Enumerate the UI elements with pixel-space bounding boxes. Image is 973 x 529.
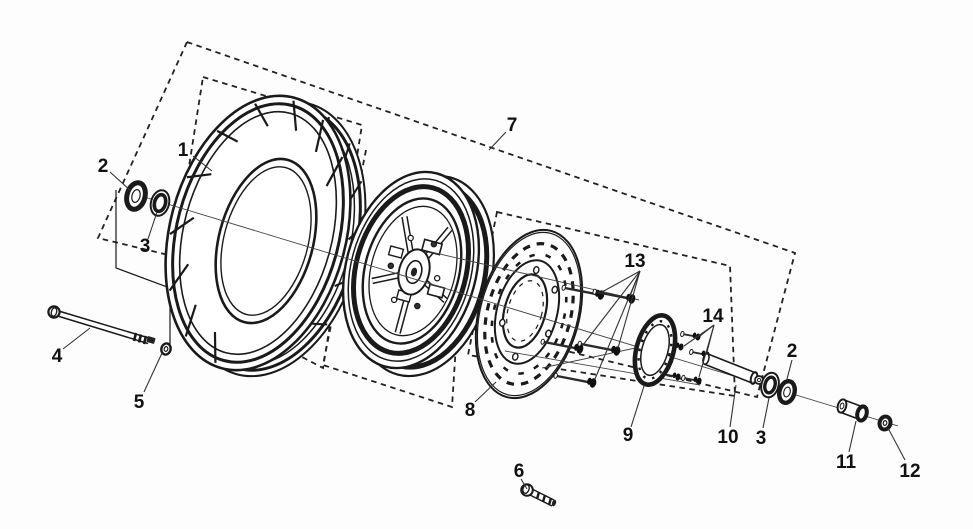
callout-2-right: 2 xyxy=(787,341,798,362)
assembly-guide-bracket xyxy=(115,190,171,344)
wheel-bearing-right xyxy=(760,371,780,399)
callout-13: 13 xyxy=(624,251,645,272)
side-collar xyxy=(836,398,869,423)
disc-mount-bolts xyxy=(540,284,636,388)
callout-13-fan xyxy=(582,270,641,380)
tire-valve xyxy=(520,483,557,507)
callout-14: 14 xyxy=(702,306,724,327)
callout-leader-lines xyxy=(62,131,906,490)
callout-7: 7 xyxy=(507,115,518,136)
callout-12: 12 xyxy=(899,461,920,482)
callout-3-right: 3 xyxy=(756,428,767,449)
callout-labels: 1 2 3 4 5 6 7 8 9 10 3 2 11 12 13 14 xyxy=(52,115,921,482)
front-wheel-rim xyxy=(341,170,495,378)
callout-9: 9 xyxy=(623,425,634,446)
callout-11: 11 xyxy=(836,452,857,473)
callout-14-fan xyxy=(683,324,715,378)
tire xyxy=(164,94,367,378)
callout-5: 5 xyxy=(134,392,145,413)
callout-8: 8 xyxy=(465,400,476,421)
callout-3-left: 3 xyxy=(140,236,151,257)
callout-6: 6 xyxy=(514,461,525,482)
callout-10: 10 xyxy=(717,427,738,448)
callout-4: 4 xyxy=(52,346,63,367)
callout-2-left: 2 xyxy=(98,156,109,177)
wheel-bearing-left xyxy=(149,189,171,217)
callout-1: 1 xyxy=(178,140,189,161)
axle-end-nut xyxy=(160,342,172,356)
axle-nut xyxy=(877,414,893,432)
front-axle xyxy=(47,305,156,345)
oil-seal-right xyxy=(777,378,797,406)
outer-assembly-box xyxy=(96,40,797,399)
oil-seal-left xyxy=(124,180,148,212)
pulser-ring xyxy=(632,313,678,387)
